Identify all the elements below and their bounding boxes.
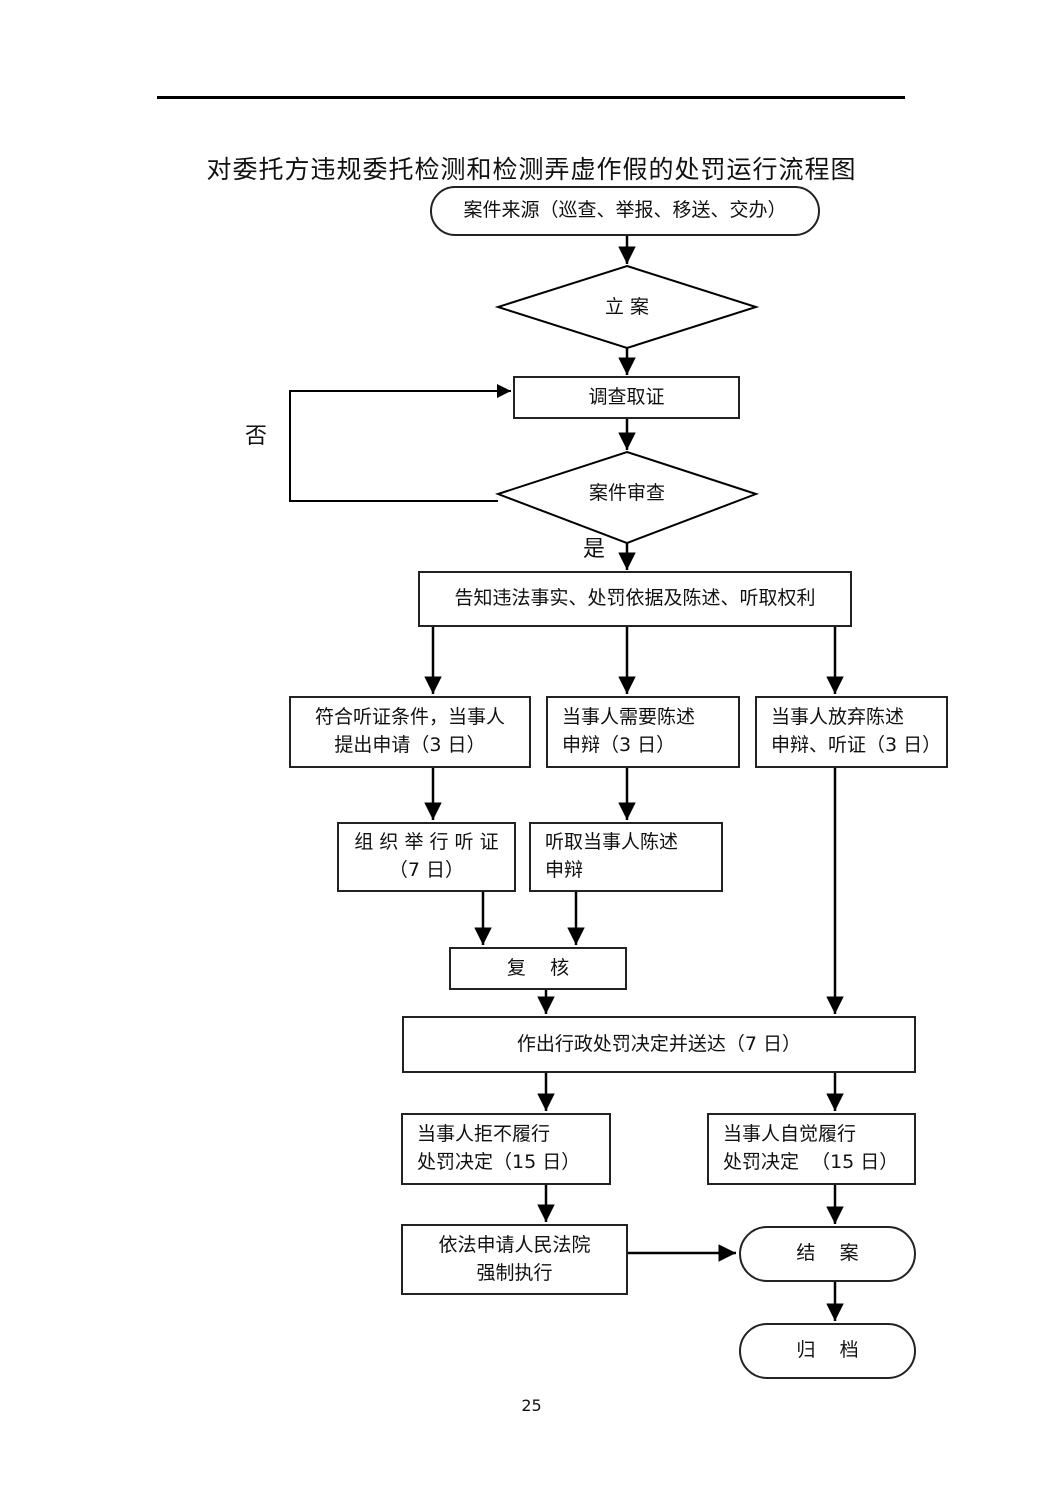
node-statement-needed: 当事人需要陈述 申辩（3 日） [546,696,740,768]
node-refuse-to-comply: 当事人拒不履行 处罚决定（15 日） [401,1113,611,1185]
node-penalty-decision: 作出行政处罚决定并送达（7 日） [402,1016,916,1073]
label-yes: 是 [583,537,606,562]
node-hearing-application: 符合听证条件，当事人 提出申请（3 日） [289,696,531,768]
node-case-source: 案件来源（巡查、举报、移送、交办） [430,186,820,236]
node-archive: 归 档 [739,1323,916,1379]
node-close-case-label: 结 案 [796,1242,859,1265]
node-investigate-label: 调查取证 [588,385,665,408]
node-hold-hearing-label: 组 织 举 行 听 证 （7 日） [354,831,499,881]
page-number: 25 [521,1396,542,1415]
node-notify-rights-label: 告知违法事实、处罚依据及陈述、听取权利 [454,587,816,610]
diamond-review-label: 案件审查 [588,482,665,504]
node-refuse-to-comply-label: 当事人拒不履行 处罚决定（15 日） [417,1123,581,1173]
node-voluntary-comply-label: 当事人自觉履行 处罚决定 （15 日） [723,1123,899,1173]
node-waive-rights-label: 当事人放弃陈述 申辩、听证（3 日） [771,706,942,756]
node-voluntary-comply: 当事人自觉履行 处罚决定 （15 日） [707,1113,916,1185]
node-archive-label: 归 档 [796,1339,859,1362]
node-penalty-decision-label: 作出行政处罚决定并送达（7 日） [516,1032,802,1055]
page-title: 对委托方违规委托检测和检测弄虚作假的处罚运行流程图 [206,155,857,184]
node-court-enforcement-label: 依法申请人民法院 强制执行 [438,1233,591,1284]
label-no: 否 [245,424,268,449]
node-investigate: 调查取证 [513,376,740,419]
header-rule [157,96,905,99]
node-hold-hearing: 组 织 举 行 听 证 （7 日） [337,822,516,892]
diamond-register-label: 立 案 [604,296,650,318]
node-statement-needed-label: 当事人需要陈述 申辩（3 日） [562,706,696,756]
node-close-case: 结 案 [739,1226,916,1282]
node-notify-rights: 告知违法事实、处罚依据及陈述、听取权利 [418,571,852,627]
node-case-source-label: 案件来源（巡查、举报、移送、交办） [463,199,787,222]
node-recheck: 复 核 [449,947,627,990]
node-court-enforcement: 依法申请人民法院 强制执行 [401,1224,628,1295]
node-hear-statement: 听取当事人陈述 申辩 [529,822,723,892]
node-hear-statement-label: 听取当事人陈述 申辩 [545,831,679,881]
node-hearing-application-label: 符合听证条件，当事人 提出申请（3 日） [314,706,505,756]
node-recheck-label: 复 核 [506,956,570,979]
node-waive-rights: 当事人放弃陈述 申辩、听证（3 日） [755,696,948,768]
loop-no-back-to-investigate [289,384,511,502]
